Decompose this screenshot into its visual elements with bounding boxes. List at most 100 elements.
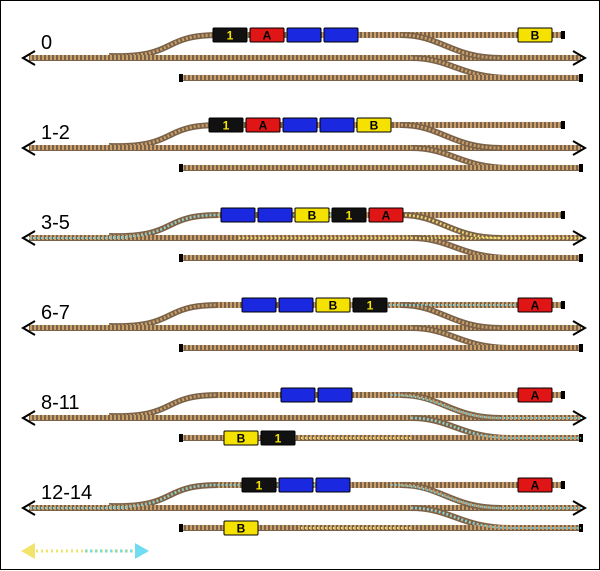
engine-1-5-0-0: 1 bbox=[241, 477, 277, 493]
lower-bumper-right bbox=[579, 344, 583, 352]
siding-track bbox=[217, 32, 563, 38]
car-a-4-1-0: A bbox=[517, 387, 553, 403]
car-label: A bbox=[259, 119, 268, 133]
car-label: 1 bbox=[367, 299, 374, 313]
lower-bumper-left bbox=[179, 434, 183, 442]
car-label: A bbox=[531, 479, 540, 493]
car-label: 1 bbox=[275, 432, 282, 446]
car-blue-2-0-1 bbox=[257, 207, 293, 223]
main-track bbox=[29, 235, 581, 241]
car-body bbox=[278, 477, 314, 493]
main-right-arrow bbox=[572, 50, 587, 66]
main-track bbox=[29, 325, 581, 331]
car-label: 1 bbox=[227, 29, 234, 43]
siding-bumper bbox=[561, 121, 565, 129]
car-label: A bbox=[382, 209, 391, 223]
lower-bumper-left bbox=[179, 524, 183, 532]
car-body bbox=[323, 27, 359, 43]
step-panel-2: 3-5 B 1 A bbox=[21, 207, 587, 262]
lower-track bbox=[181, 255, 581, 261]
car-body bbox=[319, 117, 355, 133]
car-blue-4-0-0 bbox=[280, 387, 316, 403]
step-label: 8-11 bbox=[41, 392, 80, 414]
siding-bumper bbox=[561, 211, 565, 219]
car-body bbox=[331, 207, 367, 223]
car-label: 1 bbox=[256, 479, 263, 493]
crossover-upper-ties bbox=[400, 303, 502, 330]
lower-bumper-left bbox=[179, 254, 183, 262]
lower-bumper-right bbox=[579, 254, 583, 262]
step-panel-0: 0 1 A B bbox=[21, 27, 587, 82]
car-body bbox=[208, 117, 244, 133]
car-label: 1 bbox=[223, 119, 230, 133]
path-crossover-upper bbox=[400, 214, 502, 239]
car-body bbox=[517, 27, 553, 43]
car-label: 1 bbox=[346, 209, 353, 223]
siding-lead bbox=[108, 32, 220, 60]
car-body bbox=[223, 430, 259, 446]
car-body bbox=[212, 27, 248, 43]
car-blue-4-0-1 bbox=[317, 387, 353, 403]
lower-track bbox=[181, 75, 581, 81]
step-panel-4: 8-11 A B 1 bbox=[21, 387, 587, 446]
car-body bbox=[249, 27, 285, 43]
siding-track bbox=[217, 482, 563, 488]
main-right-arrow bbox=[572, 410, 587, 426]
main-left-arrow bbox=[21, 500, 36, 516]
siding-lead bbox=[108, 302, 220, 330]
main-track bbox=[29, 55, 581, 61]
step-label: 3-5 bbox=[41, 212, 70, 234]
lower-bumper-right bbox=[579, 74, 583, 82]
step-label: 6-7 bbox=[41, 302, 70, 324]
main-right-arrow bbox=[572, 500, 587, 516]
car-a-3-1-0: A bbox=[517, 297, 553, 313]
car-blue-5-0-1 bbox=[278, 477, 314, 493]
step-panel-1: 1-2 1 A B bbox=[21, 117, 587, 172]
car-body bbox=[278, 297, 314, 313]
legend-arrow-right bbox=[135, 543, 149, 559]
car-label: B bbox=[308, 209, 317, 223]
siding-track bbox=[217, 392, 563, 398]
car-b-2-0-2: B bbox=[294, 207, 330, 223]
siding-bumper bbox=[561, 481, 565, 489]
car-body bbox=[356, 117, 392, 133]
engine-1-1-0-0: 1 bbox=[208, 117, 244, 133]
step-label: 1-2 bbox=[41, 122, 70, 144]
car-b-5-2-0: B bbox=[223, 520, 259, 536]
car-a-2-0-4: A bbox=[368, 207, 404, 223]
path-crossover-lower bbox=[410, 507, 581, 529]
car-label: A bbox=[263, 29, 272, 43]
path-crossover-lower bbox=[410, 417, 581, 439]
main-track bbox=[29, 415, 581, 421]
car-a-0-0-1: A bbox=[249, 27, 285, 43]
crossover-upper bbox=[400, 32, 502, 61]
step-label: 0 bbox=[41, 32, 52, 54]
car-blue-3-0-1 bbox=[278, 297, 314, 313]
crossover-upper bbox=[400, 122, 502, 151]
car-label: B bbox=[531, 29, 540, 43]
car-b-3-0-2: B bbox=[315, 297, 351, 313]
car-a-5-1-0: A bbox=[517, 477, 553, 493]
car-body bbox=[220, 207, 256, 223]
car-body bbox=[517, 297, 553, 313]
car-body bbox=[315, 477, 351, 493]
car-body bbox=[517, 387, 553, 403]
car-blue-0-0-3 bbox=[323, 27, 359, 43]
car-b-4-2-0: B bbox=[223, 430, 259, 446]
main-left-arrow bbox=[21, 230, 36, 246]
car-body bbox=[241, 297, 277, 313]
car-label: B bbox=[370, 119, 379, 133]
crossover-upper-ties bbox=[400, 393, 502, 420]
car-blue-2-0-0 bbox=[220, 207, 256, 223]
siding-lead bbox=[108, 392, 220, 420]
car-body bbox=[257, 207, 293, 223]
main-right-arrow bbox=[572, 320, 587, 336]
siding-bumper bbox=[561, 301, 565, 309]
main-left-arrow bbox=[21, 140, 36, 156]
car-body bbox=[241, 477, 277, 493]
path-crossover-upper bbox=[390, 394, 581, 419]
main-left-arrow bbox=[21, 50, 36, 66]
